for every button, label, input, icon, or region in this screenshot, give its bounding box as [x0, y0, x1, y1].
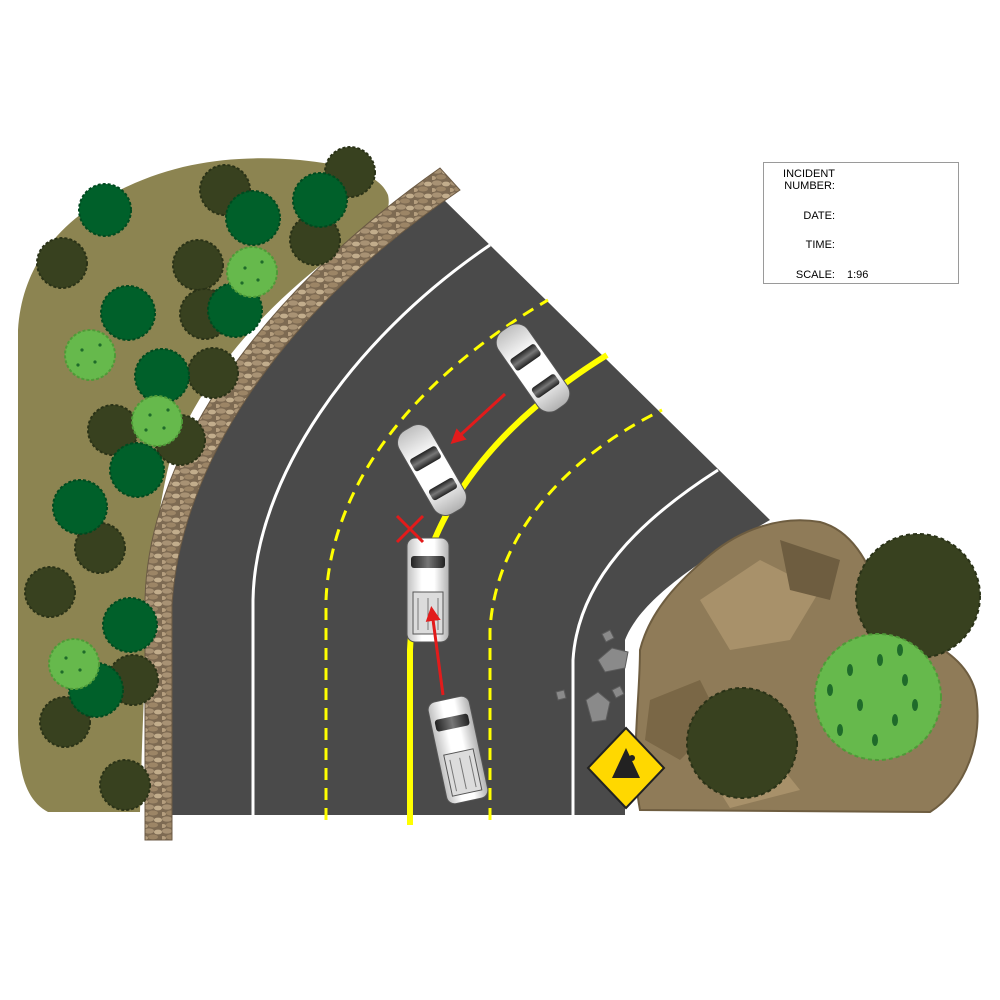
scale-label: SCALE: [795, 269, 835, 281]
tree-dark-rock [686, 687, 798, 799]
time-label: TIME: [805, 239, 835, 251]
vehicle-sedan-1 [495, 323, 571, 413]
scale-value: 1:96 [847, 269, 869, 281]
stone-wall [144, 167, 461, 841]
vehicle-pickup-1 [406, 537, 450, 643]
tree-dark-right [855, 533, 981, 659]
incident-number-label: INCIDENT NUMBER: [783, 168, 835, 192]
collision-x-icon [395, 514, 425, 544]
lane-line-dashed-left [324, 298, 549, 820]
direction-arrow-icon [425, 606, 445, 696]
lane-line-white-right [571, 468, 719, 815]
tree-group-left [24, 146, 376, 811]
incident-label-line1: INCIDENT [783, 168, 835, 180]
fallen-rocks [555, 629, 629, 723]
date-label: DATE: [803, 210, 835, 222]
vehicle-pickup-2 [427, 695, 489, 805]
direction-arrow-icon [450, 392, 507, 445]
falling-rocks-sign-icon [586, 726, 666, 810]
tree-light-rock [814, 633, 942, 761]
lane-line-white-left [251, 243, 491, 815]
vehicle-sedan-2 [397, 424, 467, 516]
incident-info-box: INCIDENT NUMBER: DATE: TIME: SCALE: 1:96 [763, 162, 959, 284]
tree-light-rock-leaves [827, 644, 918, 746]
incident-label-line2: NUMBER: [784, 180, 835, 192]
